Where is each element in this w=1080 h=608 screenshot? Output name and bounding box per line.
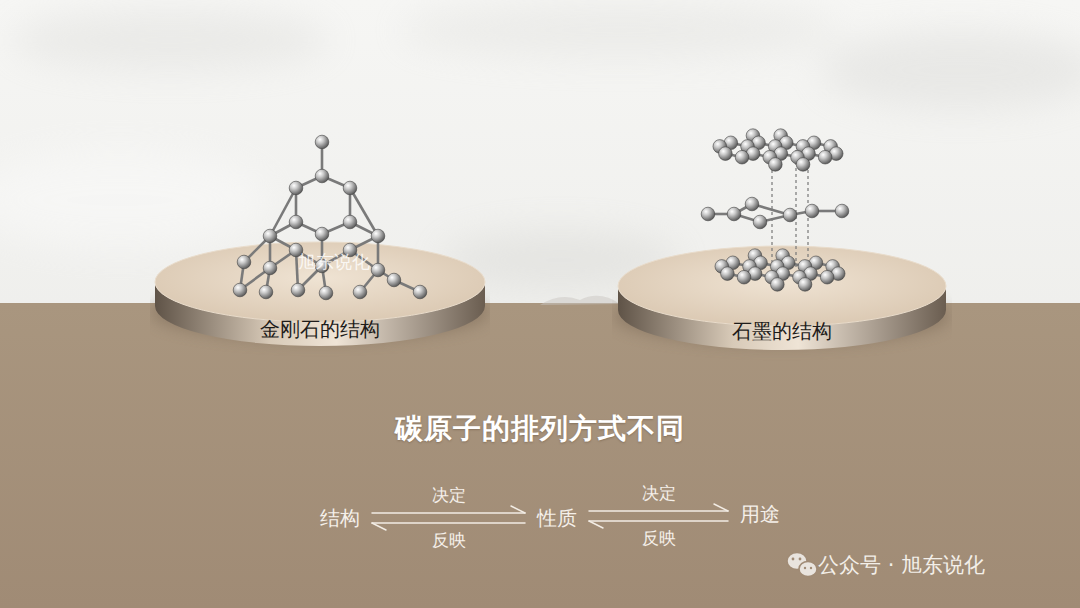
term-text: 用途 (740, 501, 780, 528)
term-text: 性质 (537, 505, 577, 532)
harpoon-arrow (372, 506, 525, 513)
concept-term: 用途 (734, 498, 786, 531)
concept-term: 结构 (314, 502, 366, 535)
term-text: 结构 (320, 505, 360, 532)
relation-label: 反映 (432, 529, 466, 552)
footer-credit: 公众号 · 旭东说化 (818, 551, 985, 579)
structure-caption: 金刚石的结构 (260, 316, 380, 343)
watermark: 旭东说化 (298, 250, 370, 274)
pedestal-disc: 金刚石的结构 (150, 120, 490, 370)
pedestal-disc: 石墨的结构 (612, 120, 952, 370)
structure-caption: 石墨的结构 (732, 318, 832, 345)
relation-label: 决定 (432, 484, 466, 507)
concept-term: 性质 (531, 502, 583, 535)
harpoon-arrow (372, 523, 525, 530)
relation-label: 决定 (642, 482, 676, 505)
wechat-icon (787, 553, 817, 577)
harpoon-arrow (589, 504, 728, 511)
heading: 碳原子的排列方式不同 (0, 410, 1080, 448)
harpoon-arrow (589, 521, 728, 528)
relation-label: 反映 (642, 527, 676, 550)
